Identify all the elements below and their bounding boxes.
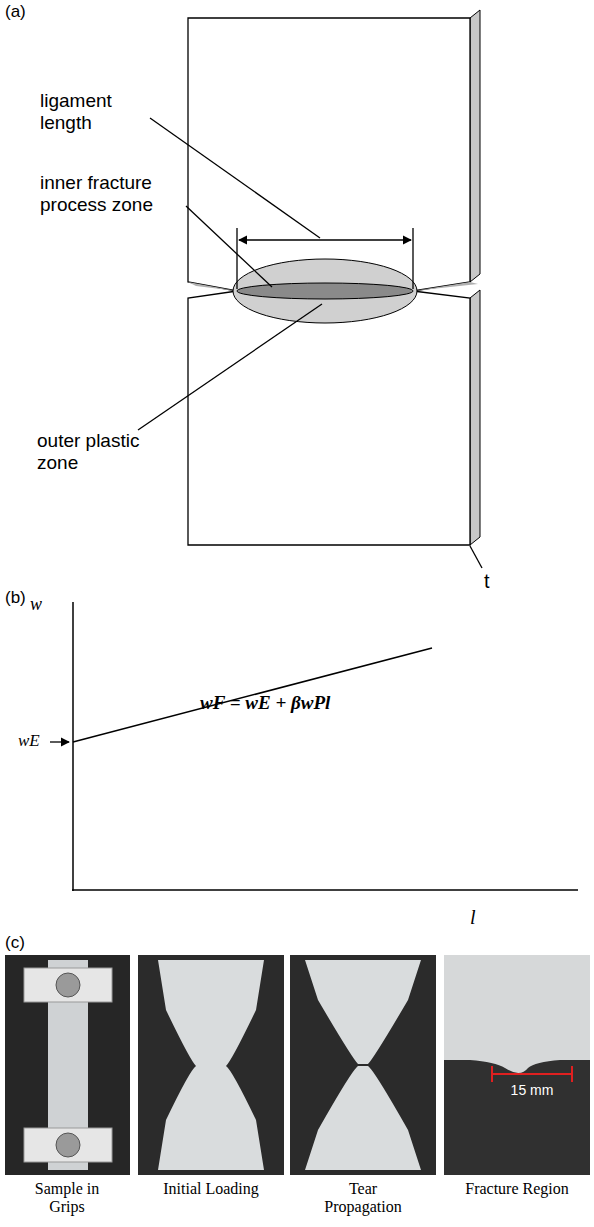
panel-letter: (a) (5, 2, 45, 22)
intercept-arrow (50, 741, 69, 742)
photo-caption: Tear Propagation (313, 1180, 413, 1217)
specimen-necking (158, 960, 264, 1170)
scale-label: 15 mm (492, 1082, 572, 1098)
notch-bevel (188, 282, 237, 291)
callout-label: inner fracture process zone (40, 172, 182, 216)
callout-label: outer plastic zone (37, 430, 162, 474)
scale-tick (491, 1066, 493, 1082)
grip (24, 1128, 112, 1162)
outer-plastic-zone (233, 259, 417, 323)
panel-letter: (c) (5, 933, 45, 953)
scale-tick (571, 1066, 573, 1082)
scale-bar (492, 1073, 572, 1075)
photo-caption: Initial Loading (141, 1180, 281, 1198)
specimen-front-face (188, 18, 470, 545)
dimension-tick (412, 228, 413, 289)
leader-line (150, 118, 320, 238)
thickness-label: t (484, 570, 514, 593)
photo-caption: Sample in Grips (22, 1180, 112, 1217)
equation: wF = wE + βwPl (200, 692, 430, 714)
leader-line (138, 304, 322, 430)
x-axis (72, 889, 578, 891)
callout-label: ligament length (40, 90, 155, 134)
grip-bolt (56, 1133, 80, 1157)
specimen-side-face (470, 10, 480, 282)
fit-line (73, 648, 432, 742)
specimen-tearing (305, 960, 421, 1170)
leader-line (186, 206, 272, 287)
grip (24, 968, 112, 1002)
photo-caption: Fracture Region (447, 1180, 587, 1198)
photo (444, 955, 590, 1175)
fracture-surface (444, 955, 590, 1073)
y-axis (72, 602, 74, 891)
grip-bolt (56, 973, 80, 997)
intercept-label: wE (18, 731, 50, 751)
photo (5, 955, 130, 1175)
leader-line (470, 546, 482, 568)
axis-label: w (30, 594, 60, 615)
dimension-tick (236, 228, 237, 289)
inner-process-zone (237, 283, 413, 299)
specimen-side-face (470, 290, 480, 545)
dimension-arrow (239, 239, 411, 240)
photo (138, 955, 284, 1175)
photo (290, 955, 436, 1175)
axis-label: l (470, 906, 500, 929)
notch-bevel (413, 282, 478, 291)
